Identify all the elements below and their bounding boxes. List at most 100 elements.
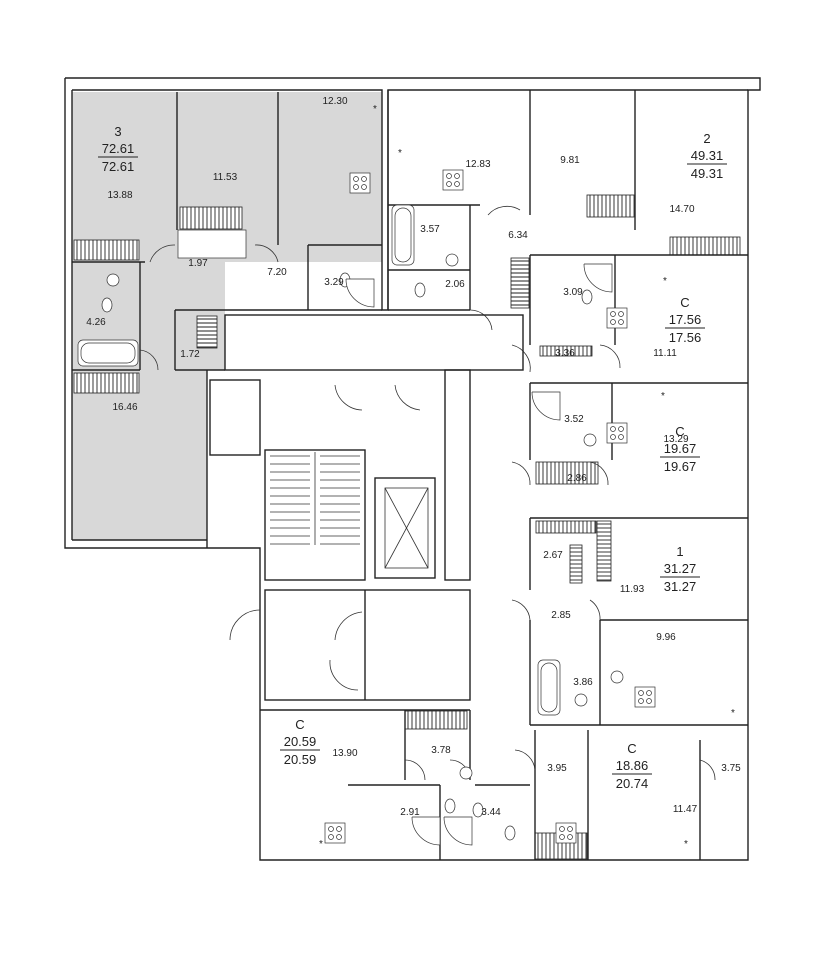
apartment-type: С [680, 295, 689, 310]
stove-icon [349, 172, 371, 194]
room-area-label: 3.44 [481, 807, 501, 818]
ventilation-icon: * [663, 276, 667, 287]
apartment-3-highlight[interactable] [72, 92, 382, 540]
room-area-label: 3.75 [721, 763, 741, 774]
stove-icon [442, 169, 464, 191]
toilet-icon [581, 289, 593, 305]
shower-icon [443, 816, 473, 846]
apartment-tags: 372.6172.61249.3149.31С17.5617.56С19.671… [98, 124, 727, 791]
room-area-label: 3.52 [564, 414, 584, 425]
apt-c-3-tag[interactable]: С 20.59 20.59 [280, 717, 320, 767]
stove-icon [606, 422, 628, 444]
room-area-label: 3.57 [420, 224, 440, 235]
apartment-type: 2 [703, 131, 710, 146]
stove-icon [606, 307, 628, 329]
stove-icon [324, 822, 346, 844]
wardrobe-hatch [569, 544, 583, 584]
room-area-label: 11.47 [673, 804, 698, 815]
room-area-label: 2.06 [445, 279, 465, 290]
room-area-label: 11.93 [620, 584, 645, 595]
bottom-walls [260, 709, 530, 860]
sink-icon [583, 433, 597, 447]
toilet-icon [472, 802, 484, 818]
sink-icon [574, 693, 588, 707]
wardrobe-hatch [196, 315, 218, 349]
room-area-label: 3.29 [324, 277, 344, 288]
apt-2-tag[interactable]: 2 49.31 49.31 [687, 131, 727, 181]
room-area-label: 12.30 [322, 96, 347, 107]
sink-icon [459, 766, 473, 780]
sink-icon [106, 273, 120, 287]
wardrobe-hatch [404, 710, 468, 730]
shower-icon [531, 391, 561, 421]
room-area-label: 12.83 [465, 159, 490, 170]
sink-icon [610, 670, 624, 684]
room-area-label: 13.29 [663, 434, 688, 445]
room-area-label: 2.91 [400, 807, 420, 818]
room-area-label: 11.11 [653, 348, 677, 359]
room-area-label: 2.86 [567, 473, 587, 484]
room-area-label: 3.86 [573, 677, 593, 688]
room-area-label: 9.96 [656, 632, 676, 643]
apartment-area-total: 19.67 [664, 459, 697, 474]
room-area-label: 1.72 [180, 349, 200, 360]
apartment-area-total: 20.59 [284, 752, 317, 767]
apartment-area-living: 19.67 [664, 441, 697, 456]
apartment-area-living: 20.59 [284, 734, 317, 749]
ventilation-icon: * [731, 708, 735, 719]
stove-icon [555, 822, 577, 844]
wardrobe-hatch [535, 461, 599, 485]
apartment-area-total: 31.27 [664, 579, 697, 594]
wardrobe-hatch [539, 345, 593, 357]
wardrobe-hatch [73, 239, 140, 261]
room-area-label: 3.95 [547, 763, 567, 774]
apartment-area-living: 72.61 [102, 141, 135, 156]
sink-icon [445, 253, 459, 267]
ventilation-icon: * [661, 391, 665, 402]
room-area-label: 2.67 [543, 550, 563, 561]
apartment-area-living: 49.31 [691, 148, 724, 163]
shower-icon [411, 816, 441, 846]
shower-icon [345, 278, 375, 308]
room-area-label: 13.88 [107, 190, 132, 201]
wardrobe-hatch [73, 372, 140, 394]
apartment-type: С [295, 717, 304, 732]
room-area-label: 2.85 [551, 610, 571, 621]
right-wing-walls [387, 90, 748, 860]
wardrobe-hatch [596, 520, 612, 582]
apartment-type: 1 [676, 544, 683, 559]
room-area-label: 11.53 [213, 172, 238, 183]
hatched-blocks [73, 194, 741, 860]
apartment-area-total: 49.31 [691, 166, 724, 181]
room-labels: 12.3013.8811.531.977.203.294.261.7216.46… [86, 96, 741, 818]
room-area-label: 3.78 [431, 745, 451, 756]
ventilation-icon: * [684, 839, 688, 850]
room-area-label: 3.09 [563, 287, 583, 298]
apartment-3-walls [72, 92, 382, 371]
ventilation-icon: * [319, 839, 323, 850]
room-area-label: 1.97 [188, 258, 208, 269]
apartment-area-total: 72.61 [102, 159, 135, 174]
ventilation-icon: * [373, 104, 377, 115]
apartment-area-total: 20.74 [616, 776, 649, 791]
wardrobe-hatch [179, 206, 243, 230]
room-area-label: 14.70 [669, 204, 694, 215]
wardrobe-hatch [669, 236, 741, 256]
toilet-icon [444, 798, 456, 814]
apartment-area-living: 18.86 [616, 758, 649, 773]
stove-icon [634, 686, 656, 708]
core [209, 314, 524, 701]
room-area-label: 3.36 [555, 348, 575, 359]
room-area-label: 13.90 [332, 748, 357, 759]
toilet-icon [101, 297, 113, 313]
wardrobe-hatch [510, 257, 530, 309]
shower-icon [583, 263, 613, 293]
room-area-label: 7.20 [267, 267, 287, 278]
room-area-label: 9.81 [560, 155, 580, 166]
